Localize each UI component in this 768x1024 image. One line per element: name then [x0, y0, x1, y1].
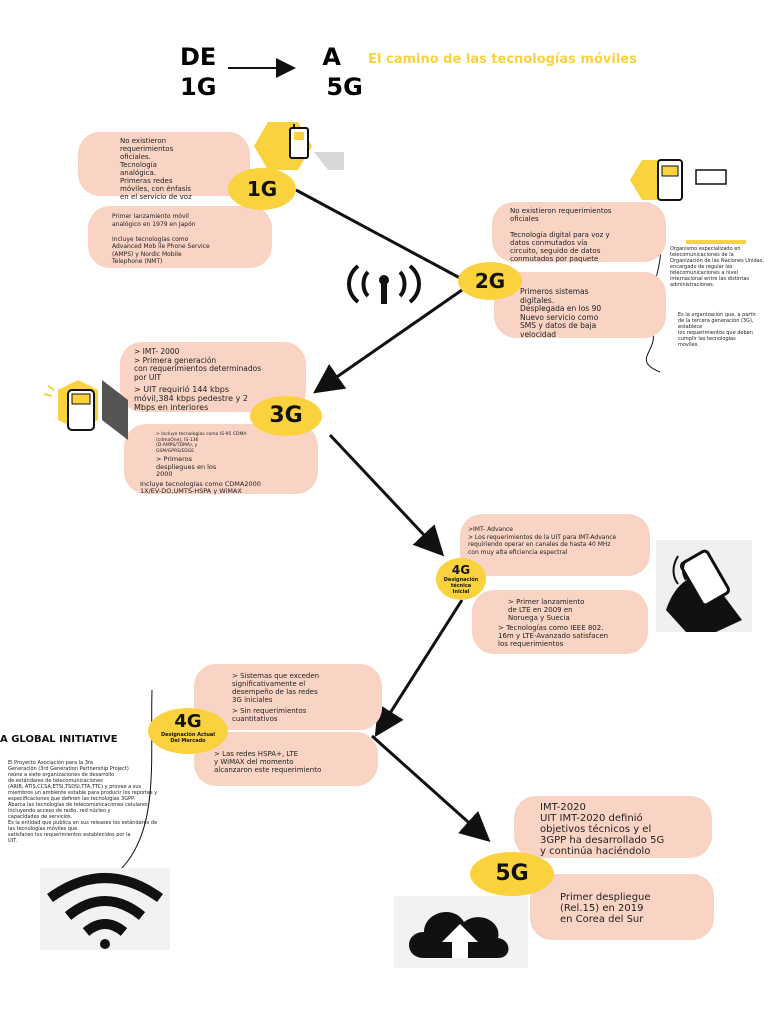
gen4b-badge: 4G Designación Actual Del Mercado — [148, 708, 228, 754]
gen4a-badge-label: 4G — [451, 563, 471, 577]
phone-icon — [254, 122, 346, 170]
gen1-bubble-a: No existieron requerimientos oficiales. … — [78, 132, 250, 201]
gen4b-badge-sub: Designación Actual Del Mercado — [160, 732, 216, 744]
gen4b-badge-label: 4G — [174, 711, 202, 732]
global-initiative-title: A GLOBAL INITIATIVE — [0, 734, 118, 745]
title-to-gen: 5G — [326, 73, 363, 101]
gen2-bubble-a: No existieron requerimientos oficiales T… — [492, 202, 666, 263]
gen5-bubble-b: Primer despliegue (Rel.15) en 2019 en Co… — [530, 874, 714, 940]
arrow-1g-2g — [295, 188, 461, 280]
antenna-signal-icon — [342, 262, 426, 306]
gen1-badge: 1G — [228, 168, 296, 210]
itu-note-b: Es la organización que, a partir de la t… — [678, 312, 756, 348]
gen4a-text-b2: > Tecnologías como IEEE 802. 16m y LTE-A… — [498, 624, 609, 648]
title-from-to: DE A 1G 5G — [180, 42, 363, 102]
arrow-4g-4g — [374, 599, 464, 738]
gen2-text-b: Primeros sistemas digitales. Desplegada … — [520, 287, 602, 339]
gen3-text-b1: > Incluye tecnologías como IS-95 CDMA (c… — [156, 432, 247, 454]
gen4a-bubble-b: > Primer lanzamiento de LTE en 2009 en N… — [472, 590, 648, 654]
gen5-badge-label: 5G — [495, 861, 529, 886]
gen1-text-b: Primer lanzamiento móvil analógico en 19… — [112, 213, 210, 265]
gen4b-text-a1: > Sistemas que exceden significativament… — [232, 672, 320, 704]
hand-phone-icon — [656, 540, 752, 632]
decorative-curve-2 — [119, 689, 153, 871]
gen4b-bubble-a: > Sistemas que exceden significativament… — [194, 664, 382, 730]
gen5-text-b: Primer despliegue (Rel.15) en 2019 en Co… — [560, 892, 651, 925]
gen5-bubble-a: IMT-2020 UIT IMT-2020 definió objetivos … — [514, 796, 712, 858]
gen5-badge: 5G — [470, 852, 554, 896]
wifi-icon — [40, 868, 170, 950]
page-title: El camino de las tecnologías móviles — [368, 52, 637, 67]
gen3-text-b2: > Primeros despliegues en los 2000 — [156, 455, 217, 478]
gen4b-text-a2: > Sin requerimientos cuantitativos — [232, 707, 307, 723]
gen2-badge-label: 2G — [474, 269, 506, 293]
gen3-text-a1: > IMT- 2000 > Primera generación con req… — [134, 347, 262, 382]
cloud-upload-icon — [394, 896, 528, 968]
gen1-text-a: No existieron requerimientos oficiales. … — [120, 137, 192, 201]
gen3-badge: 3G — [250, 396, 322, 436]
gen4a-badge: 4G Designación técnica Inicial — [436, 558, 486, 600]
gen2-bubble-b: Primeros sistemas digitales. Desplegada … — [494, 272, 666, 338]
gen1-badge-label: 1G — [246, 177, 278, 201]
arrow-3g-4g — [328, 433, 445, 557]
gen2-badge: 2G — [458, 262, 522, 300]
ringing-phone-icon — [40, 380, 128, 440]
arrow-4g-5g — [370, 734, 491, 843]
title-from-gen: 1G — [180, 73, 217, 101]
title-a: A — [322, 43, 341, 71]
itu-note: Organismo especializado en telecomunicac… — [670, 246, 764, 288]
phone-message-icon — [630, 156, 734, 204]
gen4a-badge-sub: Designación técnica Inicial — [443, 577, 479, 595]
gen5-text-a: IMT-2020 UIT IMT-2020 definió objetivos … — [540, 802, 665, 857]
gen4a-bubble-a: >IMT- Advance > Los requerimientos de la… — [460, 514, 650, 576]
gen1-bubble-b: Primer lanzamiento móvil analógico en 19… — [88, 206, 272, 268]
gen4a-text-a: >IMT- Advance > Los requerimientos de la… — [468, 526, 617, 556]
gen2-text-a: No existieron requerimientos oficiales T… — [510, 207, 612, 263]
title-de: DE — [180, 43, 217, 71]
gen3-badge-label: 3G — [269, 403, 303, 428]
gen4b-bubble-b: > Las redes HSPA+, LTE y WiMAX del momen… — [194, 732, 378, 786]
gen4b-text-b: > Las redes HSPA+, LTE y WiMAX del momen… — [214, 750, 322, 774]
gen3-text-b3: Incluye tecnologías como CDMA2000 1X/EV-… — [140, 479, 261, 495]
3gpp-note: El Proyecto Asociación para la 3ra Gener… — [8, 760, 158, 844]
itu-note-header — [686, 240, 746, 244]
gen3-text-a2: > UIT requirió 144 kbps móvil,384 kbps p… — [134, 385, 248, 412]
arrow-2g-3g — [313, 288, 463, 394]
gen4a-text-b1: > Primer lanzamiento de LTE en 2009 en N… — [508, 598, 585, 622]
